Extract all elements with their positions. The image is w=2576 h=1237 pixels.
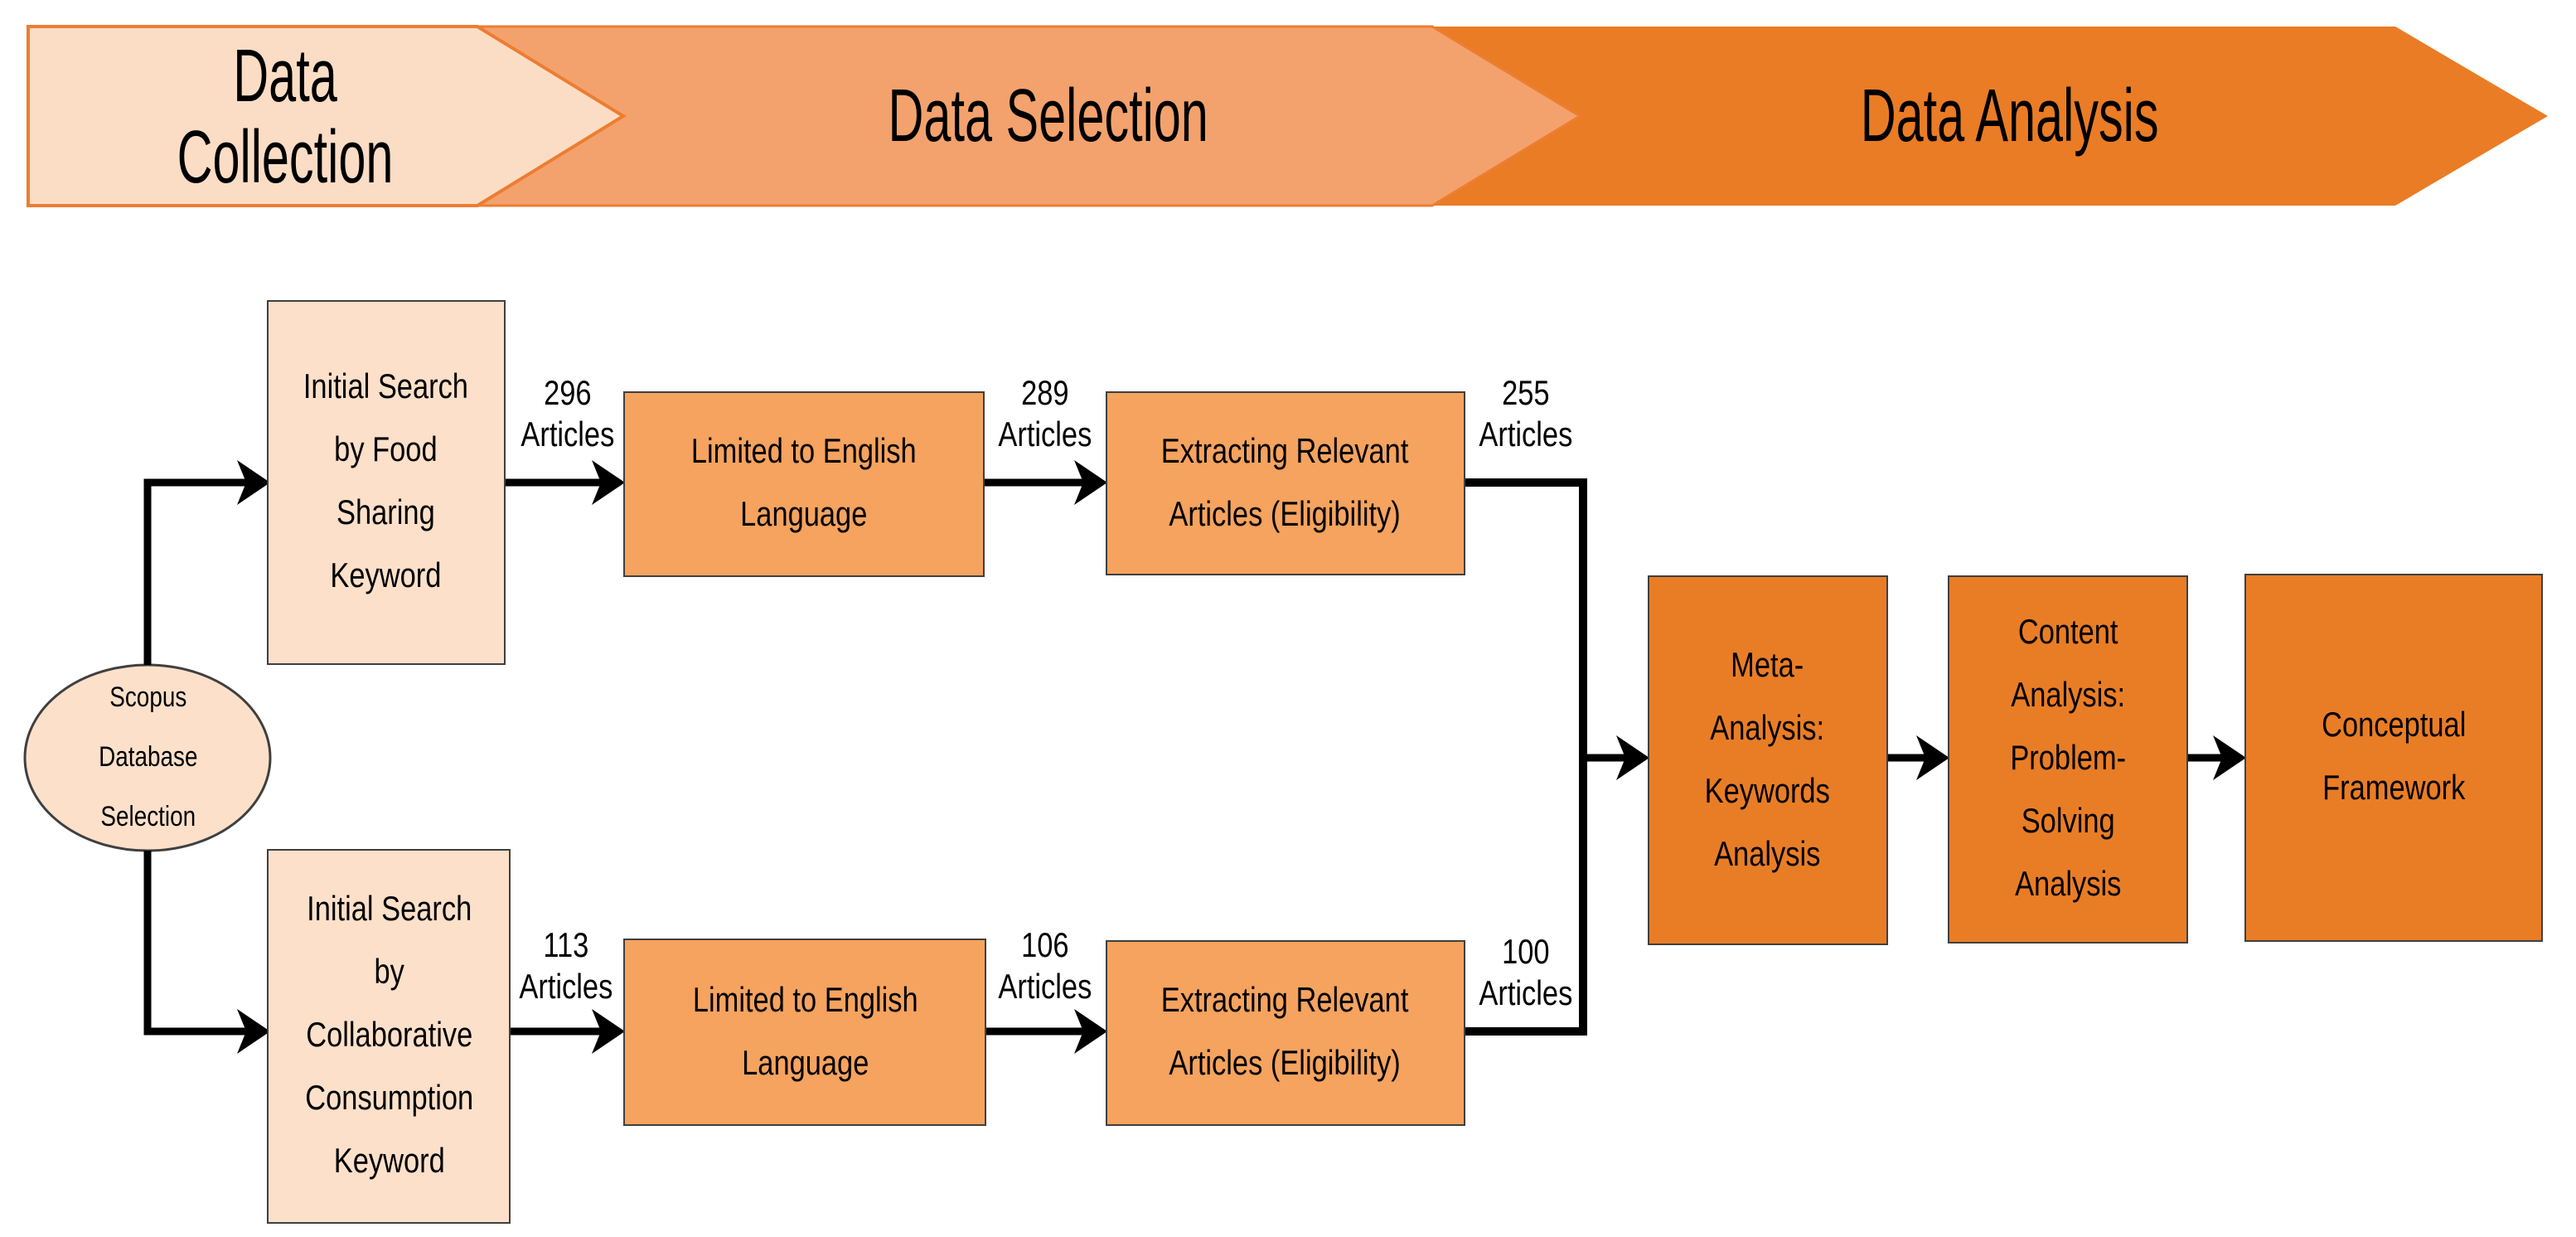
edge-label-289-text: 289 Articles — [997, 375, 1092, 454]
edge-label-100-articles: 100 Articles — [1426, 932, 1625, 1015]
node-conceptual-framework-label: Conceptual Framework — [2321, 706, 2467, 808]
connector-scopus-to-collaborative — [143, 851, 249, 1036]
node-meta-analysis: Meta- Analysis: Keywords Analysis — [1648, 575, 1888, 945]
node-limited-english-top-label: Limited to English Language — [691, 433, 917, 534]
banner-data-collection-label: Data Collection — [177, 32, 394, 199]
edge-label-289-articles: 289 Articles — [945, 373, 1144, 456]
node-content-analysis: Content Analysis: Problem- Solving Analy… — [1948, 575, 2188, 944]
edge-label-106-text: 106 Articles — [997, 927, 1092, 1007]
banner-data-selection: Data Selection — [716, 27, 1379, 206]
banner-data-collection: Data Collection — [45, 27, 525, 206]
node-extracting-relevant-top-label: Extracting Relevant Articles (Eligibilit… — [1161, 432, 1410, 533]
node-extracting-relevant-bottom-label: Extracting Relevant Articles (Eligibilit… — [1161, 982, 1410, 1083]
arrowhead-content-to-conceptual — [2213, 735, 2246, 780]
node-initial-search-food: Initial Search by Food Sharing Keyword — [267, 300, 506, 665]
node-initial-search-collaborative-label: Initial Search by Collaborative Consumpt… — [304, 890, 473, 1181]
edge-label-113-articles: 113 Articles — [466, 925, 665, 1008]
arrowhead-meta-to-content — [1916, 735, 1949, 780]
node-limited-english-bottom-label: Limited to English Language — [692, 981, 918, 1082]
banner-data-selection-label: Data Selection — [887, 73, 1208, 158]
node-conceptual-framework: Conceptual Framework — [2244, 574, 2543, 942]
arrowhead-food-to-limited — [592, 460, 625, 505]
arrowhead-to-food — [237, 460, 270, 505]
edge-label-106-articles: 106 Articles — [945, 925, 1144, 1008]
node-limited-english-top: Limited to English Language — [623, 391, 985, 577]
banner-data-analysis: Data Analysis — [1678, 27, 2341, 206]
arrowhead-collaborative-to-limited — [592, 1009, 625, 1054]
arrowhead-to-collaborative — [237, 1009, 270, 1054]
node-extracting-relevant-bottom: Extracting Relevant Articles (Eligibilit… — [1106, 940, 1465, 1126]
node-extracting-relevant-top: Extracting Relevant Articles (Eligibilit… — [1106, 391, 1465, 575]
connector-scopus-to-food — [143, 478, 249, 665]
arrowhead-limited-top-to-extract — [1074, 460, 1107, 505]
node-meta-analysis-label: Meta- Analysis: Keywords Analysis — [1705, 646, 1831, 873]
edge-label-113-text: 113 Articles — [518, 927, 613, 1007]
edge-label-296-text: 296 Articles — [520, 375, 614, 454]
edge-label-255-articles: 255 Articles — [1426, 373, 1625, 456]
node-scopus-database-selection: Scopus Database Selection — [25, 665, 270, 851]
node-initial-search-food-label: Initial Search by Food Sharing Keyword — [303, 368, 469, 595]
edge-label-100-text: 100 Articles — [1478, 934, 1572, 1013]
edge-label-255-text: 255 Articles — [1478, 375, 1572, 454]
banner-data-analysis-shape — [1426, 27, 2548, 206]
node-content-analysis-label: Content Analysis: Problem- Solving Analy… — [2010, 614, 2126, 904]
edge-label-296-articles: 296 Articles — [467, 373, 666, 456]
banner-data-collection-shape — [27, 25, 627, 207]
node-initial-search-collaborative: Initial Search by Collaborative Consumpt… — [267, 849, 511, 1224]
arrowhead-merge-to-meta — [1616, 735, 1649, 780]
arrowhead-limited-bottom-to-extract — [1074, 1009, 1107, 1054]
banner-data-analysis-label: Data Analysis — [1860, 73, 2158, 158]
node-limited-english-bottom: Limited to English Language — [623, 939, 986, 1126]
node-scopus-label: Scopus Database Selection — [98, 682, 197, 832]
